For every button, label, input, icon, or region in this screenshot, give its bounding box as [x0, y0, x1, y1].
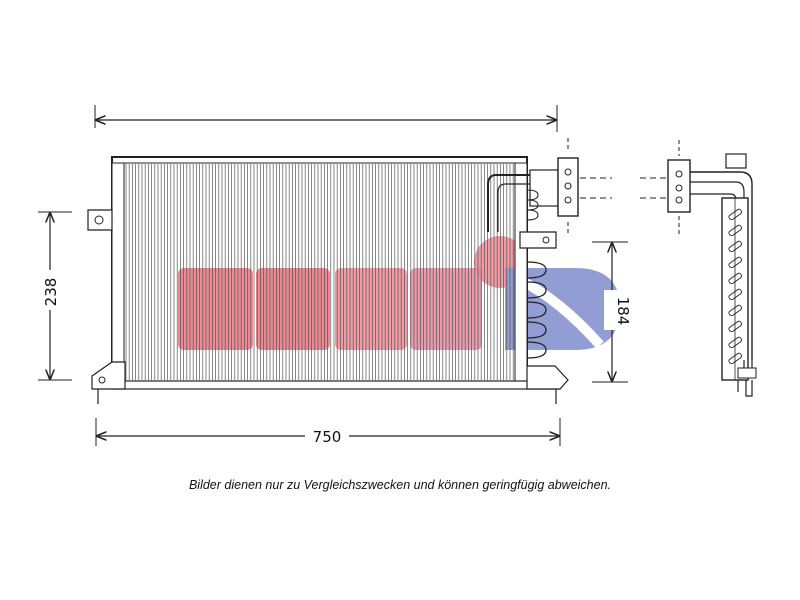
side-slot	[728, 336, 743, 349]
side-slot	[728, 352, 743, 365]
top-dimension	[94, 105, 558, 132]
side-slot	[728, 224, 743, 237]
side-slot	[728, 272, 743, 285]
height-label-right: 184	[614, 297, 632, 326]
condenser-core	[87, 138, 612, 404]
side-view	[640, 140, 757, 397]
disclaimer-caption: Bilder dienen nur zu Vergleichszwecken u…	[188, 478, 612, 492]
side-view-slots	[728, 208, 743, 365]
pipe-bend	[526, 199, 539, 211]
pipe-bends	[526, 189, 547, 359]
pipe-bend	[526, 301, 547, 319]
side-slot	[728, 240, 743, 253]
side-slot	[728, 208, 743, 221]
pipe-bend	[526, 281, 547, 299]
side-slot	[728, 320, 743, 333]
pipe-bend	[526, 189, 539, 201]
width-label: 750	[313, 428, 342, 446]
side-slot	[728, 288, 743, 301]
cooling-fins	[125, 164, 514, 380]
height-label-left: 238	[42, 278, 60, 307]
left-height-dimension: 238	[38, 211, 72, 381]
side-slot	[728, 256, 743, 269]
right-height-dimension: 184	[592, 241, 632, 383]
pipe-bend	[526, 261, 547, 279]
pipe-bend	[526, 209, 539, 221]
side-slot	[728, 304, 743, 317]
pipe-bend	[526, 321, 547, 339]
pipe-bend	[526, 341, 547, 359]
bottom-width-dimension: 750	[95, 418, 561, 446]
